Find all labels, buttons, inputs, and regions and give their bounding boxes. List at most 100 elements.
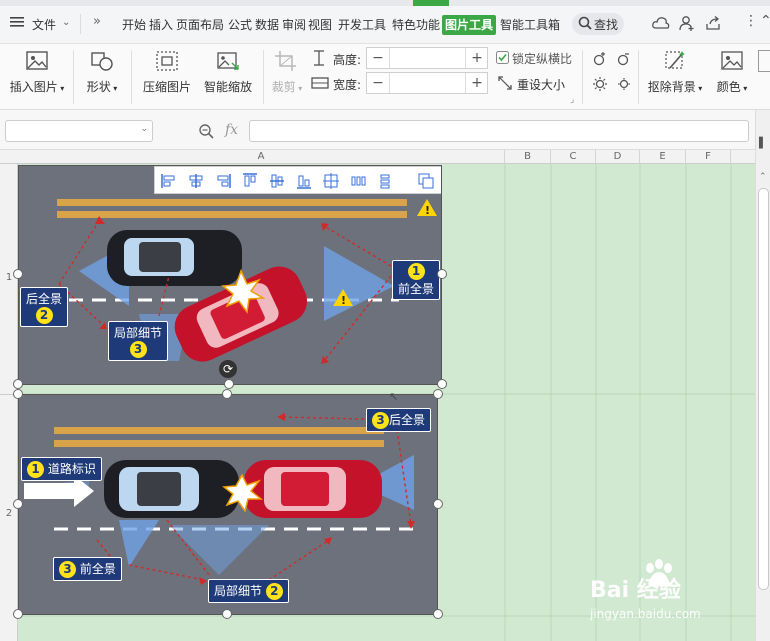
resize-handle[interactable]: [433, 609, 443, 619]
search-button[interactable]: 查找: [572, 13, 624, 35]
tab-picture-tools[interactable]: 图片工具: [442, 15, 497, 35]
remove-background-button[interactable]: 抠除背景 ▾: [644, 50, 706, 95]
chevron-down-icon[interactable]: ⌄: [62, 17, 71, 28]
label-local-detail: 局部细节 3: [108, 321, 169, 361]
resize-handle[interactable]: [437, 379, 447, 389]
collapse-icon[interactable]: ⌃: [760, 13, 770, 29]
rotate-right-icon[interactable]: [616, 52, 632, 69]
zoom-icon[interactable]: [198, 123, 214, 142]
ribbon-toolbar: 插入图片 ▾ 形状 ▾ 压缩图片 智能缩放 裁剪 ▾ 高度: −: [0, 44, 770, 110]
minus-icon[interactable]: −: [372, 50, 384, 66]
resize-handle[interactable]: [222, 609, 232, 619]
column-header-a[interactable]: A: [18, 150, 505, 164]
share-icon[interactable]: [705, 15, 721, 34]
shape-button[interactable]: 形状 ▾: [80, 50, 124, 95]
tab-data[interactable]: 数据: [255, 18, 280, 32]
tab-home[interactable]: 开始: [122, 18, 147, 32]
column-header-c[interactable]: C: [551, 150, 596, 164]
rotate-handle-icon[interactable]: ⟳: [219, 360, 237, 378]
more-tabs-icon[interactable]: »: [93, 14, 101, 29]
fx-icon[interactable]: fx: [225, 122, 239, 138]
resize-handle[interactable]: [13, 609, 23, 619]
align-center-icon[interactable]: [188, 173, 204, 192]
overflow-icon[interactable]: [758, 50, 770, 72]
formula-input[interactable]: [249, 120, 749, 142]
resize-handle[interactable]: [437, 269, 447, 279]
align-top-icon[interactable]: [242, 173, 258, 192]
cloud-icon[interactable]: [652, 16, 670, 33]
group-icon[interactable]: [418, 173, 434, 192]
height-stepper[interactable]: − +: [366, 47, 488, 69]
label-rear-panorama: 后全景 2: [20, 287, 69, 327]
user-add-icon[interactable]: [679, 15, 695, 34]
row-header-2[interactable]: 2: [5, 508, 13, 519]
resize-handle[interactable]: [13, 379, 23, 389]
more-options-icon[interactable]: ⋮: [744, 13, 758, 29]
column-header-d[interactable]: D: [596, 150, 640, 164]
resize-handle[interactable]: [13, 269, 23, 279]
plus-icon[interactable]: +: [471, 75, 483, 91]
resize-handle[interactable]: [433, 389, 443, 399]
distribute-vertical-icon[interactable]: [377, 173, 393, 192]
vertical-scrollbar[interactable]: ▌ ⌃: [755, 110, 770, 641]
compress-picture-button[interactable]: 压缩图片: [138, 50, 196, 95]
title-strip: [0, 0, 770, 6]
resize-handle[interactable]: [13, 499, 23, 509]
tab-formulas[interactable]: 公式: [228, 18, 253, 32]
align-middle-icon[interactable]: [269, 173, 285, 192]
resize-handle[interactable]: [224, 379, 234, 389]
scroll-up-icon[interactable]: ⌃: [759, 172, 767, 182]
accident-diagram-top: ! !: [19, 166, 441, 384]
tab-developer[interactable]: 开发工具: [338, 18, 387, 32]
brightness-up-icon[interactable]: [592, 76, 608, 95]
resize-handle[interactable]: [13, 389, 23, 399]
tab-view[interactable]: 视图: [308, 18, 333, 32]
row-header-1[interactable]: 1: [5, 272, 13, 283]
tab-page-layout[interactable]: 页面布局: [176, 18, 225, 32]
tab-special[interactable]: 特色功能: [392, 18, 441, 32]
rotate-left-icon[interactable]: [592, 52, 608, 69]
hamburger-icon[interactable]: [10, 16, 24, 31]
tab-review[interactable]: 审阅: [282, 18, 307, 32]
color-button[interactable]: 颜色 ▾: [712, 50, 752, 95]
minus-icon[interactable]: −: [372, 75, 384, 91]
align-center-both-icon[interactable]: [323, 173, 339, 192]
align-left-icon[interactable]: [161, 173, 177, 192]
brightness-down-icon[interactable]: [616, 76, 632, 95]
remove-background-label: 抠除背景: [647, 80, 696, 94]
color-label: 颜色: [716, 80, 741, 94]
reset-size-icon[interactable]: [497, 75, 513, 94]
crop-icon: [274, 50, 300, 72]
align-bottom-icon[interactable]: [296, 173, 312, 192]
width-stepper[interactable]: − +: [366, 72, 488, 94]
name-box[interactable]: ⌄: [5, 120, 153, 142]
distribute-horizontal-icon[interactable]: [350, 173, 366, 192]
column-header-e[interactable]: E: [640, 150, 686, 164]
label-local-detail: 局部细节 2: [208, 579, 289, 603]
dialog-launcher-icon[interactable]: ⌟: [570, 95, 575, 105]
plus-icon[interactable]: +: [471, 50, 483, 66]
insert-picture-button[interactable]: 插入图片 ▾: [6, 50, 68, 95]
file-menu[interactable]: 文件: [32, 18, 57, 32]
scroll-thumb[interactable]: [758, 188, 769, 590]
smart-scale-icon: [215, 50, 241, 72]
smart-scale-button[interactable]: 智能缩放: [198, 50, 258, 95]
resize-handle[interactable]: [433, 499, 443, 509]
tab-smart-toolbox[interactable]: 智能工具箱: [500, 18, 561, 32]
lock-ratio-checkbox[interactable]: [496, 51, 509, 67]
chevron-down-icon[interactable]: ⌄: [140, 124, 148, 134]
column-header-b[interactable]: B: [505, 150, 551, 164]
picture-top[interactable]: ! ! 1 前全景 后全景 2 局部细节 3: [18, 165, 442, 385]
column-header-f[interactable]: F: [686, 150, 731, 164]
divider: [131, 50, 132, 104]
reset-size-button[interactable]: 重设大小: [517, 78, 566, 92]
resize-handle[interactable]: [222, 389, 232, 399]
crop-button[interactable]: 裁剪 ▾: [268, 50, 306, 95]
width-label: 宽度:: [333, 78, 362, 92]
label-text: 局部细节: [214, 584, 263, 598]
align-right-icon[interactable]: [215, 173, 231, 192]
step-number: 1: [27, 461, 44, 478]
tab-insert[interactable]: 插入: [149, 18, 174, 32]
panel-icon[interactable]: ▌: [759, 138, 767, 149]
